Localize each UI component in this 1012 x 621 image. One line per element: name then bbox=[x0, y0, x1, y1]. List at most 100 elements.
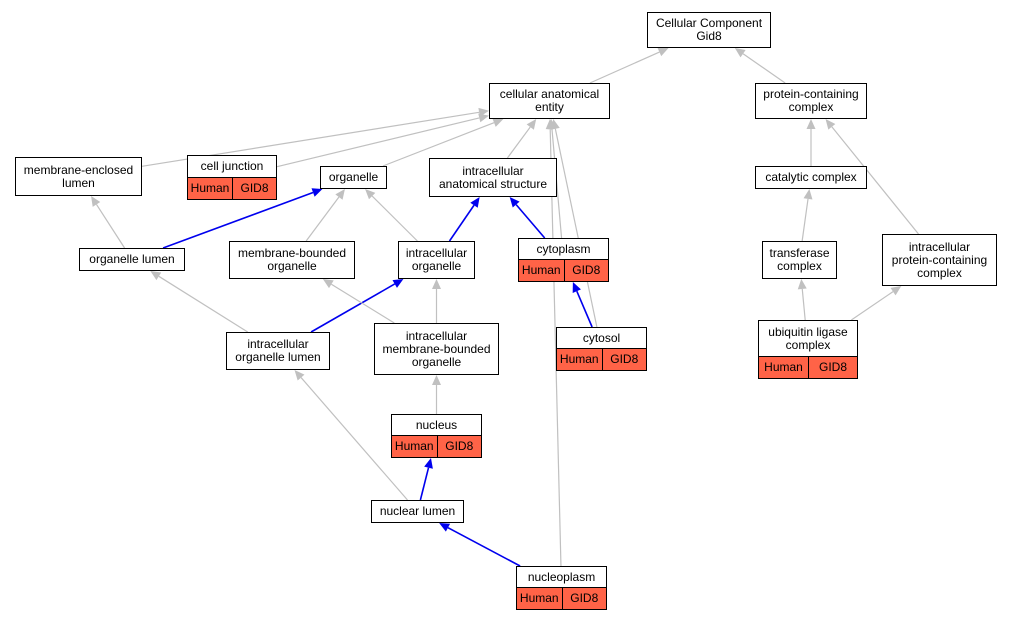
node-nuclear-lumen[interactable]: nuclear lumen bbox=[371, 500, 464, 523]
node-organelle[interactable]: organelle bbox=[320, 166, 387, 189]
node-label-line: organelle lumen bbox=[235, 350, 321, 364]
node-label-line: Cellular Component bbox=[655, 16, 763, 30]
edge-cytoplasm-to-intracellular_as bbox=[515, 204, 546, 239]
node-label-line: intracellular bbox=[908, 239, 971, 254]
node-label-line: cellular anatomical bbox=[499, 87, 600, 101]
node-label: organelle bbox=[321, 167, 386, 188]
edge-pcc-to-root bbox=[742, 53, 786, 84]
annotation-species: Human bbox=[519, 591, 559, 605]
node-label: cytoplasm bbox=[519, 239, 608, 259]
node-catalytic-complex[interactable]: catalytic complex bbox=[755, 166, 867, 189]
arrowhead-intracellular_as-to-cae bbox=[526, 119, 537, 130]
node-label-line: transferase bbox=[769, 246, 830, 260]
node-label: nucleoplasm bbox=[517, 567, 606, 587]
edge-intracellular_as-to-cae bbox=[506, 126, 531, 159]
edge-cell_junction-to-cae bbox=[276, 117, 480, 168]
annotation-species: Human bbox=[559, 352, 599, 366]
node-label-line: nuclear lumen bbox=[379, 504, 456, 518]
arrowhead-intracellular_mbo-to-intracellular_org bbox=[432, 279, 441, 289]
edge-ubiquitin-to-transferase bbox=[801, 288, 806, 321]
node-label-line: Gid8 bbox=[696, 29, 722, 43]
arrowhead-organelle_lumen-to-organelle bbox=[311, 188, 323, 197]
edge-intracellular_org-to-intracellular_as bbox=[448, 204, 475, 242]
node-label-line: cytosol bbox=[582, 330, 621, 345]
node-label-line: catalytic complex bbox=[765, 170, 857, 184]
arrowhead-intracellular_ol-to-intracellular_org bbox=[392, 279, 404, 288]
edge-organelle_lumen-to-organelle bbox=[162, 191, 314, 249]
annotation-gene: GID8 bbox=[563, 260, 609, 281]
arrowhead-cae-to-root bbox=[657, 47, 669, 57]
node-label-line: organelle bbox=[411, 259, 462, 273]
node-label-line: complex bbox=[785, 337, 831, 352]
node-label-line: lumen bbox=[62, 175, 95, 190]
arrowhead-ubiquitin-to-transferase bbox=[797, 279, 807, 290]
arrowhead-pcc-to-root bbox=[734, 48, 746, 58]
edge-ubiquitin-to-intracellular_pcc bbox=[851, 291, 894, 321]
node-label-line: entity bbox=[535, 100, 564, 114]
node-label-line: protein-containing bbox=[891, 252, 988, 267]
edge-cytosol-to-cae bbox=[554, 128, 598, 328]
node-label-line: complex bbox=[917, 265, 962, 280]
edge-nucleoplasm-to-cae bbox=[549, 128, 562, 567]
edge-membrane_bounded-to-organelle bbox=[305, 196, 340, 242]
annotation-gene: GID8 bbox=[232, 178, 276, 199]
edge-intracellular_pcc-to-pcc bbox=[831, 126, 919, 235]
node-label-line: nucleoplasm bbox=[527, 569, 596, 584]
node-label-line: intracellular bbox=[247, 337, 309, 351]
arrowhead-nuclear_lumen-to-intracellular_ol bbox=[294, 370, 305, 381]
node-label-line: organelle bbox=[267, 259, 317, 273]
edge-transferase-to-catalytic bbox=[801, 198, 809, 242]
arrowhead-intracellular_org-to-organelle bbox=[365, 189, 376, 200]
node-label-line: cell junction bbox=[200, 159, 264, 173]
node-label-line: intracellular bbox=[462, 163, 524, 178]
node-label-line: ubiquitin ligase bbox=[768, 324, 848, 339]
annotation-gene: GID8 bbox=[601, 349, 647, 370]
node-label-line: complex bbox=[788, 100, 834, 114]
node-label-line: nucleus bbox=[415, 417, 458, 432]
edge-intracellular_ol-to-organelle_lumen bbox=[158, 275, 249, 333]
node-label-line: complex bbox=[777, 259, 822, 273]
edge-nuclear_lumen-to-nucleus bbox=[419, 467, 430, 501]
arrowhead-cytoplasm-to-intracellular_as bbox=[509, 197, 520, 208]
arrowhead-intracellular_ol-to-organelle_lumen bbox=[150, 271, 162, 281]
annotation-gene: GID8 bbox=[561, 588, 607, 609]
arrowhead-organelle-to-cae bbox=[492, 118, 504, 127]
node-label: nuclear lumen bbox=[372, 501, 463, 522]
edge-cae-to-root bbox=[589, 51, 660, 84]
annotation-species: Human bbox=[190, 181, 230, 195]
arrowhead-catalytic-to-pcc bbox=[806, 119, 816, 129]
arrowhead-intracellular_mbo-to-membrane_bounded bbox=[322, 279, 334, 289]
edge-organelle-to-cae bbox=[382, 122, 495, 167]
node-label-line: organelle bbox=[411, 354, 462, 369]
node-organelle-lumen[interactable]: organelle lumen bbox=[79, 248, 185, 271]
